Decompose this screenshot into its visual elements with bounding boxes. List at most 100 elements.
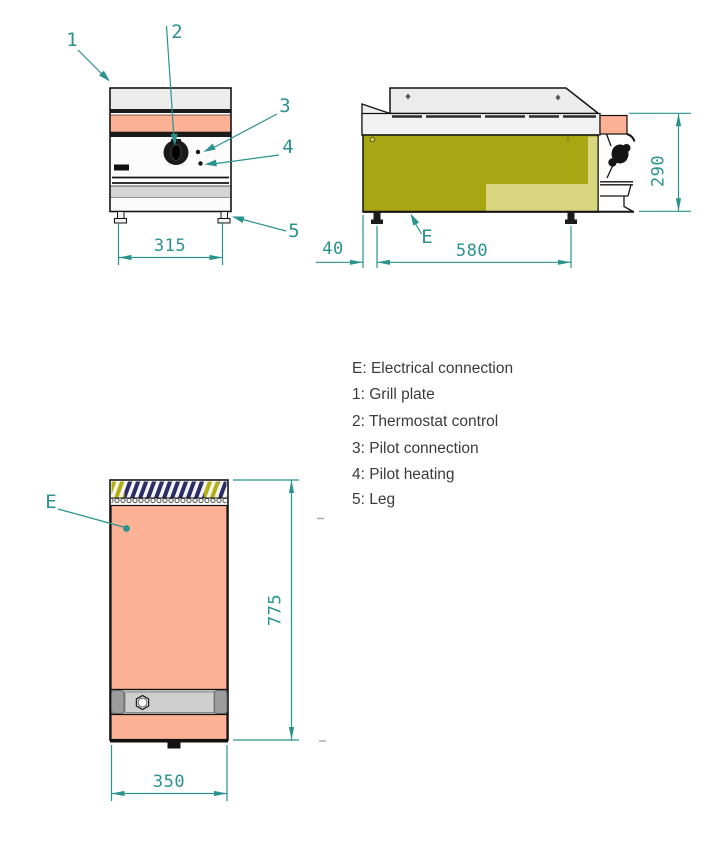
callout-4-label: 4: [282, 136, 293, 158]
front-left-leg: [117, 211, 125, 220]
front-right-leg: [220, 211, 228, 220]
dim-290: 290: [629, 112, 691, 212]
dim-350-arrow-right: [214, 790, 227, 797]
top-splash-hatch: [111, 481, 227, 498]
dim-40-580-lines: [316, 215, 572, 268]
legend-item-grill-plate: 1: Grill plate: [352, 386, 435, 403]
dim-775-arrow-bottom: [288, 727, 295, 740]
dim-580-value: 580: [456, 241, 488, 261]
dim-775-value: 775: [266, 594, 286, 626]
cover-screw-right: [555, 94, 561, 101]
top-view: E 775 350: [45, 479, 299, 801]
dim-315-arrow-right: [209, 254, 223, 261]
side-panel-screw: [369, 136, 376, 143]
dim-775: 775: [233, 479, 299, 741]
side-knob-lower: [608, 158, 617, 167]
print-marks: [317, 517, 326, 742]
dim-775-lines: [233, 479, 299, 741]
front-plate-trim: [110, 132, 231, 137]
front-panel-grooves: [112, 176, 229, 184]
front-top-trim: [110, 109, 231, 113]
top-e-label: E: [45, 491, 56, 513]
legend-item-leg: 5: Leg: [352, 491, 395, 508]
callout-2-leader: [165, 25, 175, 139]
side-knob-upper: [622, 144, 631, 152]
top-e-dot: [123, 525, 130, 532]
dim-315-value: 315: [154, 236, 186, 256]
top-e-leader: [57, 508, 124, 528]
dim-290-arrow-bottom: [675, 198, 682, 212]
dim-290-value: 290: [649, 155, 669, 187]
front-grill-plate-edge: [109, 114, 232, 133]
dim-315-arrow-left: [118, 254, 132, 261]
dim-290-lines: [629, 112, 691, 212]
dim-350: 350: [110, 745, 228, 801]
dim-315-lines: [117, 222, 224, 265]
side-panel-light-corner: [486, 184, 588, 212]
top-scallop-row: [111, 498, 227, 506]
callout-2-label: 2: [171, 21, 182, 43]
side-plate-tail: [626, 133, 636, 142]
side-e-arrow: [410, 213, 420, 226]
callout-3-leader: [210, 113, 278, 150]
side-view: E 290 40 580: [316, 87, 691, 268]
top-grill-plate: [110, 504, 228, 691]
side-panel-light-column: [588, 136, 598, 211]
top-bottom-tab: [167, 742, 181, 749]
callout-5-leader: [240, 218, 287, 232]
front-right-foot: [217, 218, 231, 224]
pilot-connection-dot: [195, 149, 201, 155]
dim-580-arrow-right: [558, 259, 571, 265]
cover-screw-left: [405, 93, 411, 100]
top-hatch-left-end: [111, 481, 125, 498]
callout-5-label: 5: [288, 220, 299, 242]
side-grill-plate-edge: [599, 114, 628, 135]
legend-item-electrical: E: Electrical connection: [352, 360, 513, 377]
legend: E: Electrical connection 1: Grill plate …: [352, 360, 513, 508]
front-lower-band: [109, 185, 232, 199]
callout-1-leader: [77, 49, 106, 78]
front-base-band: [110, 198, 231, 211]
side-splash-guard: [389, 87, 601, 115]
front-view: 315: [109, 87, 232, 265]
callout-1-label: 1: [66, 29, 77, 51]
dim-290-arrow-top: [675, 113, 682, 127]
top-knob-circle: [137, 697, 148, 708]
pilot-heating-dot: [198, 161, 203, 166]
dim-350-value: 350: [153, 772, 185, 792]
top-bottom-edge: [110, 739, 228, 743]
dim-315: 315: [117, 222, 224, 265]
front-callouts: 1 2 3 4 5: [66, 21, 299, 242]
callout-1-arrow: [99, 70, 110, 82]
side-right-foot: [565, 219, 577, 224]
thermostat-knob-grip: [170, 144, 182, 161]
dim-350-lines: [110, 745, 228, 801]
side-left-foot: [371, 219, 383, 224]
side-front-profile: [600, 133, 634, 213]
top-control-tab-left: [111, 690, 125, 714]
side-e-label: E: [421, 226, 432, 248]
dim-580-arrow-left: [377, 259, 390, 265]
front-left-foot: [114, 218, 127, 224]
top-hatch-right-end: [204, 481, 219, 498]
legend-item-thermostat: 2: Thermostat control: [352, 413, 498, 430]
dim-40-value: 40: [322, 239, 343, 259]
callout-3-arrow: [203, 143, 216, 152]
rating-plate: [114, 164, 129, 171]
callout-5-arrow: [232, 216, 245, 224]
front-gap: [110, 113, 231, 115]
top-rear-band: [110, 713, 228, 741]
side-right-leg: [567, 212, 575, 220]
legend-item-pilot-connection: 3: Pilot connection: [352, 440, 479, 457]
front-splash-guard: [110, 88, 231, 109]
dim-350-arrow-left: [111, 790, 125, 797]
callout-3-label: 3: [279, 95, 290, 117]
side-left-leg: [373, 212, 381, 220]
dim-775-arrow-top: [288, 480, 295, 493]
top-control-tab-right: [214, 690, 228, 714]
callout-4-arrow: [204, 159, 217, 167]
callout-2-arrow: [170, 133, 178, 146]
dim-40-arrow: [350, 259, 363, 265]
